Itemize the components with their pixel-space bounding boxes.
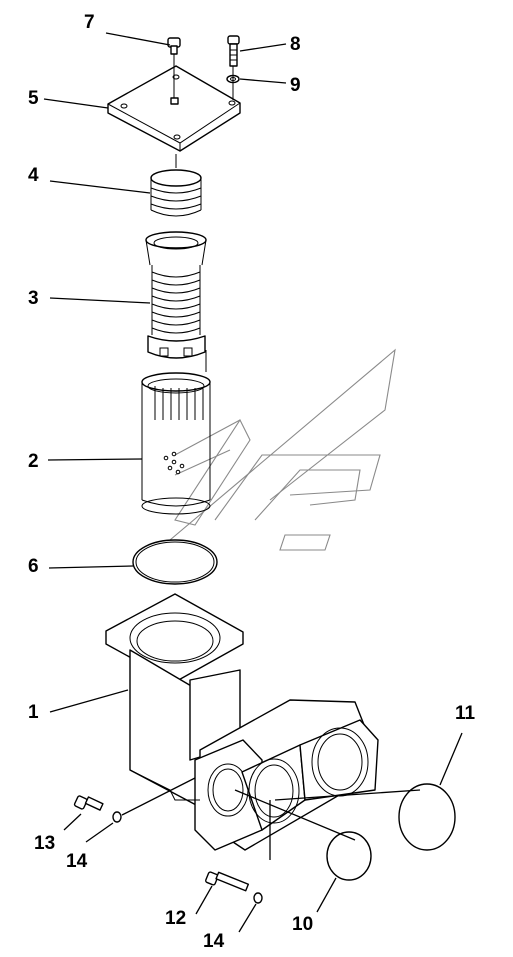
callout-11: 11 [455,703,476,724]
callout-8: 8 [290,34,301,55]
part-8-bolt [227,35,240,67]
part-2-strainer [141,372,211,515]
leader-lines [43,32,463,933]
callout-10: 10 [292,914,313,935]
part-11-gasket [398,783,456,851]
part-7-bolt [167,37,181,55]
callout-4: 4 [28,165,39,186]
callout-13: 13 [34,833,55,854]
part-5-cover [107,54,241,152]
callout-7: 7 [84,12,95,33]
callout-12: 12 [165,908,186,929]
part-6-oring [132,539,218,585]
assembly-lines [121,154,421,860]
part-1-housing [105,593,379,851]
part-13-bolt [73,795,104,811]
callout-3: 3 [28,288,39,309]
callout-14-upper: 14 [66,851,88,872]
part-12-bolt [205,871,250,892]
callout-labels: 7 8 9 5 4 3 2 6 1 11 13 14 12 14 10 [28,12,476,952]
watermark-logo [169,348,396,551]
callout-2: 2 [28,451,39,472]
callout-14-lower: 14 [203,931,225,952]
part-3-element [145,231,207,359]
callout-5: 5 [28,88,39,109]
part-14-washer-upper [112,811,122,823]
part-10-gasket [326,831,372,881]
callout-1: 1 [28,702,39,723]
callout-9: 9 [290,75,301,96]
part-14-washer-lower [253,892,263,904]
callout-6: 6 [28,556,39,577]
part-4-spring [150,169,202,217]
